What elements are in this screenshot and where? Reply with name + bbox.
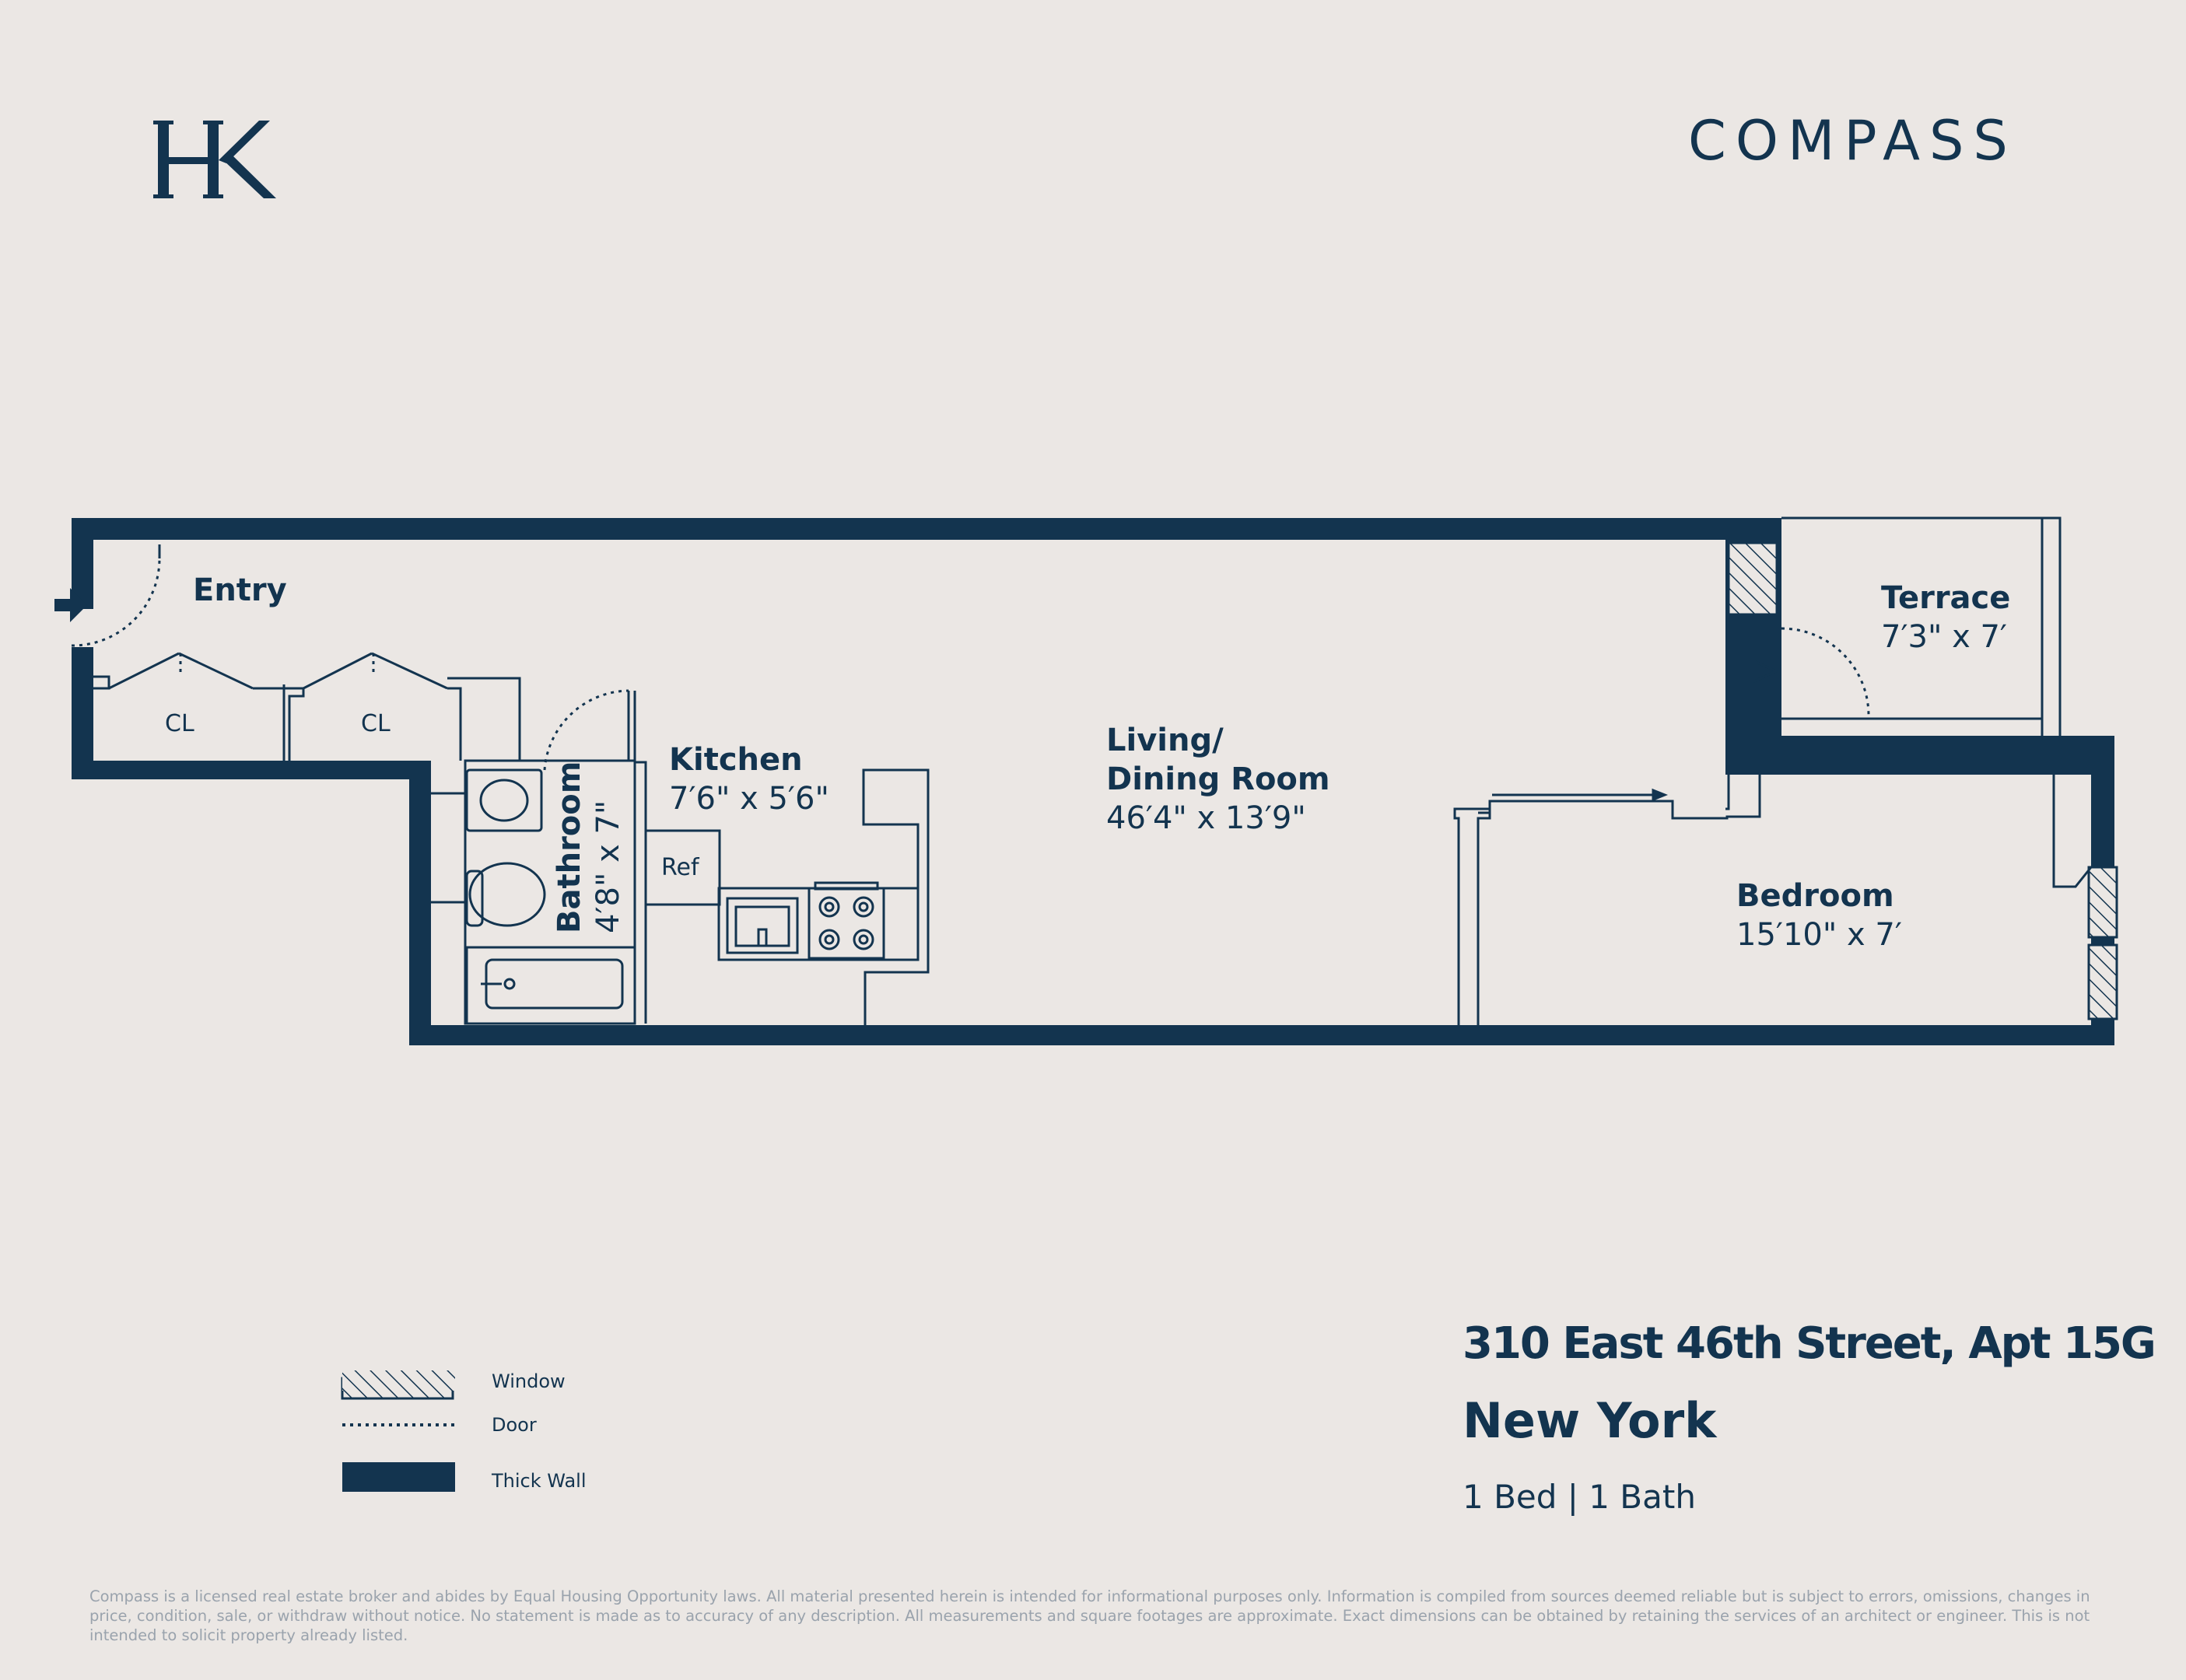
legend-thick-wall-label: Thick Wall (492, 1470, 587, 1492)
legend-window-label: Window (492, 1370, 566, 1392)
dims-kitchen: 7′6" x 5′6" (669, 781, 829, 817)
label-living-line2: Dining Room (1106, 761, 1330, 797)
dims-living: 46′4" x 13′9" (1106, 800, 1306, 836)
label-closet-1: CL (165, 710, 194, 737)
label-living-line1: Living/ (1106, 723, 1224, 758)
interior-walls (93, 516, 2093, 1025)
dims-bathroom: 4′8" x 7" (590, 800, 626, 933)
label-terrace: Terrace (1881, 580, 2010, 616)
listing-address: 310 East 46th Street, Apt 15G (1463, 1318, 2156, 1369)
dims-terrace: 7′3" x 7′ (1881, 619, 2007, 655)
listing-summary: 1 Bed | 1 Bath (1463, 1478, 1696, 1516)
entry-arrow-icon (54, 588, 87, 622)
doors (71, 558, 1870, 771)
compass-logo: COMPASS (1688, 109, 2017, 173)
label-closet-2: CL (361, 710, 391, 737)
legend-symbols (342, 1370, 455, 1492)
label-bathroom: Bathroom (552, 761, 587, 933)
legend-door-label: Door (492, 1414, 537, 1436)
windows (341, 541, 2118, 1400)
label-entry: Entry (193, 572, 287, 608)
label-ref: Ref (661, 854, 700, 881)
dims-bedroom: 15′10" x 7′ (1736, 917, 1902, 953)
listing-city: New York (1463, 1392, 1717, 1449)
label-bedroom: Bedroom (1736, 878, 1894, 914)
hk-logo: HK (153, 121, 276, 198)
disclaimer: Compass is a licensed real estate broker… (89, 1587, 2090, 1644)
thick-walls (72, 518, 2114, 1045)
label-kitchen: Kitchen (669, 742, 803, 778)
